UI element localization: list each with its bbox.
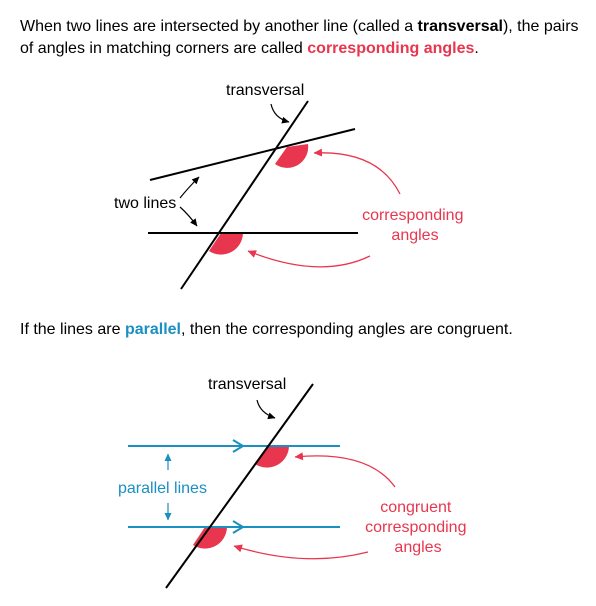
congruent-angles-label: congruent corresponding angles	[365, 499, 471, 556]
middle-text: If the lines are	[20, 321, 125, 338]
congruent-angle-mark-lower	[193, 527, 227, 549]
corresponding-angles-label: corresponding angles	[362, 207, 468, 244]
congruent-angles-label-line3: angles	[394, 539, 441, 556]
transversal-line-2	[165, 383, 314, 589]
transversal-line	[180, 100, 309, 290]
corresponding-angles-label-line1: corresponding	[362, 207, 463, 224]
intro-text: .	[474, 40, 479, 57]
parallel-marker-lower	[232, 520, 245, 534]
intro-transversal-term: transversal	[417, 18, 503, 35]
transversal-pointer-arrow-2	[256, 399, 276, 420]
corresponding-arrow-lower	[247, 250, 371, 268]
middle-text: , then the corresponding angles are cong…	[180, 321, 513, 338]
corresponding-arrow-upper	[313, 148, 401, 195]
angle-mark-upper	[275, 144, 309, 168]
congruent-angles-label-line1: congruent	[380, 499, 452, 516]
congruent-angles-label-line2: corresponding	[365, 519, 466, 536]
intro-text: When two lines are intersected by anothe…	[20, 18, 418, 35]
transversal-pointer-arrow	[270, 103, 290, 124]
intro-text: ), the pairs of angles in matching corne…	[20, 18, 579, 57]
transversal-label-2: transversal	[208, 376, 286, 393]
middle-paragraph: If the lines are parallel, then the corr…	[20, 319, 580, 341]
parallel-marker-upper	[232, 439, 245, 453]
parallel-lines-label: parallel lines	[118, 480, 207, 497]
corresponding-angles-label-line2: angles	[391, 227, 438, 244]
intro-corresponding-term: corresponding angles	[307, 40, 475, 57]
diagram-1: transversal two lines corresponding angl…	[114, 82, 468, 290]
transversal-label: transversal	[226, 82, 304, 99]
two-lines-arrow-upper	[179, 176, 200, 199]
congruent-arrow-upper	[294, 452, 396, 488]
angle-mark-lower	[209, 233, 243, 255]
congruent-arrow-lower	[233, 544, 369, 560]
diagram-2: transversal parallel lines congruent cor…	[118, 376, 471, 589]
intro-paragraph: When two lines are intersected by anothe…	[20, 16, 580, 60]
two-lines-arrow-lower	[179, 206, 198, 227]
two-lines-label: two lines	[114, 195, 176, 212]
upper-line	[149, 128, 356, 181]
middle-parallel-term: parallel	[124, 321, 181, 338]
